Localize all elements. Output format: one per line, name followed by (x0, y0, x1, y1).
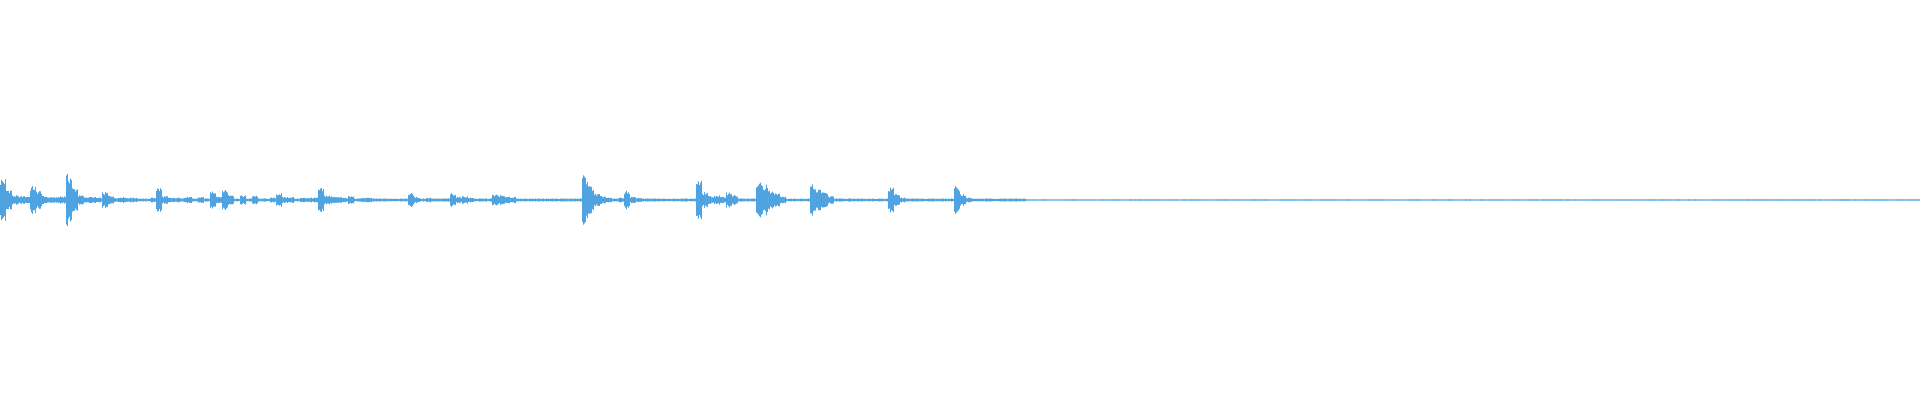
waveform-samples (0, 173, 1920, 227)
